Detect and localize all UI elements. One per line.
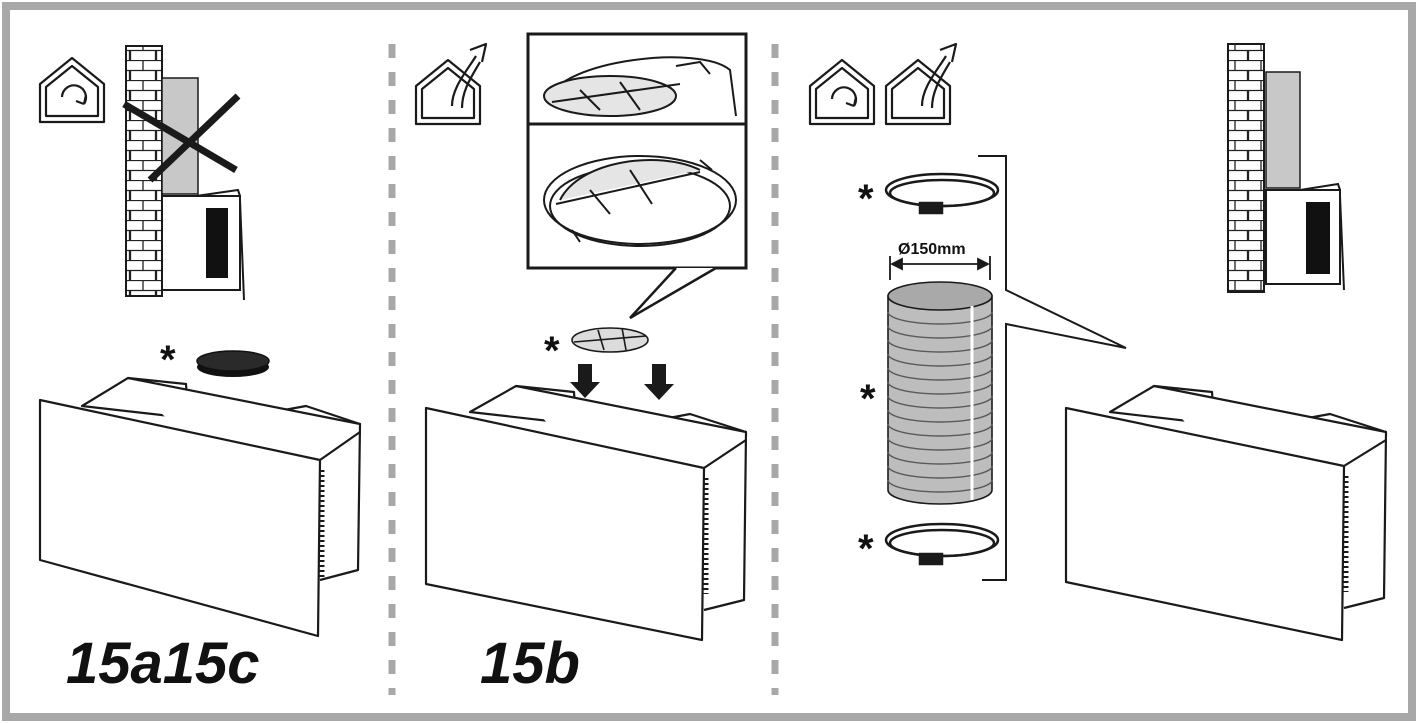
valve-detail-inset bbox=[526, 32, 748, 320]
panel-extraction: * 15b bbox=[414, 32, 748, 696]
chimney-cover bbox=[1265, 71, 1301, 189]
damper-valve bbox=[571, 327, 649, 353]
hood-body-left bbox=[38, 376, 362, 638]
duct-diameter-label: Ø150mm bbox=[898, 241, 966, 258]
asterisk-marker: * bbox=[858, 527, 874, 571]
hood-body-right bbox=[1064, 384, 1388, 642]
down-arrow-icon bbox=[570, 364, 600, 398]
diameter-dimension bbox=[889, 256, 991, 280]
extraction-house-icon bbox=[884, 42, 958, 126]
wall-scene-not-allowed bbox=[122, 45, 245, 301]
extraction-house-icon bbox=[414, 42, 488, 126]
step-label-left: 15a15c bbox=[66, 631, 260, 696]
recirculation-house-icon bbox=[808, 58, 876, 126]
kit-bracket bbox=[978, 155, 1127, 581]
down-arrow-icon bbox=[644, 364, 674, 400]
hose-clamp-top bbox=[884, 172, 1000, 215]
asterisk-marker: * bbox=[160, 338, 176, 382]
hose-clamp-bottom bbox=[884, 522, 1000, 566]
step-label-middle: 15b bbox=[480, 631, 580, 696]
hood-body-middle bbox=[424, 384, 748, 642]
recirculation-house-icon bbox=[38, 56, 106, 124]
panel-recirculation: * 15a15c bbox=[38, 45, 362, 696]
charcoal-filter bbox=[196, 350, 270, 377]
panel-both-modes: * Ø150mm * bbox=[808, 42, 1388, 642]
hood-small bbox=[161, 188, 241, 291]
hood-small-grille bbox=[1306, 202, 1330, 274]
hood-small-grille bbox=[206, 208, 228, 278]
brick-wall bbox=[1227, 43, 1265, 293]
asterisk-marker: * bbox=[544, 329, 560, 373]
asterisk-marker: * bbox=[858, 177, 874, 221]
wall-scene-allowed bbox=[1227, 43, 1345, 293]
callout-pointer bbox=[629, 266, 717, 320]
flexible-duct bbox=[887, 281, 993, 505]
cross-mark-icon bbox=[122, 93, 241, 183]
asterisk-marker: * bbox=[860, 377, 876, 421]
